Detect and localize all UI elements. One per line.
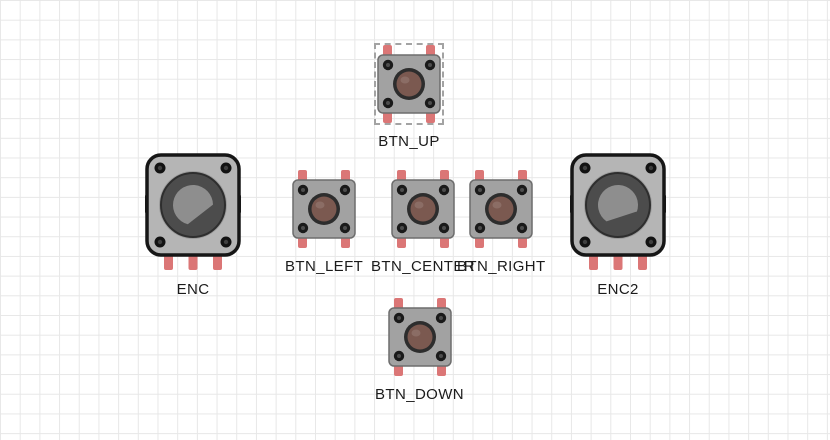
selection-outline (568, 151, 668, 273)
selection-outline (388, 168, 458, 250)
pushbutton-icon (387, 298, 453, 376)
pushbutton-icon (376, 45, 442, 123)
selection-outline (374, 43, 444, 125)
component-label: BTN_RIGHT (457, 258, 546, 275)
component-btn-up[interactable]: BTN_UP (374, 43, 444, 150)
selection-outline (143, 151, 243, 273)
rotary-encoder-icon (145, 153, 241, 271)
component-label: BTN_CENTER (371, 258, 476, 275)
component-enc2[interactable]: ENC2 (568, 151, 668, 298)
rotary-encoder-icon (570, 153, 666, 271)
pushbutton-icon (291, 170, 357, 248)
component-btn-left[interactable]: BTN_LEFT (285, 168, 363, 275)
selection-outline (466, 168, 536, 250)
component-label: ENC (176, 281, 210, 298)
component-btn-center[interactable]: BTN_CENTER (371, 168, 475, 275)
component-btn-down[interactable]: BTN_DOWN (375, 296, 464, 403)
component-enc[interactable]: ENC (143, 151, 243, 298)
component-label: BTN_UP (378, 133, 440, 150)
pushbutton-icon (390, 170, 456, 248)
selection-outline (385, 296, 455, 378)
component-label: ENC2 (597, 281, 639, 298)
pushbutton-icon (468, 170, 534, 248)
selection-outline (289, 168, 359, 250)
component-btn-right[interactable]: BTN_RIGHT (457, 168, 546, 275)
component-label: BTN_DOWN (375, 386, 465, 403)
component-label: BTN_LEFT (285, 258, 364, 275)
